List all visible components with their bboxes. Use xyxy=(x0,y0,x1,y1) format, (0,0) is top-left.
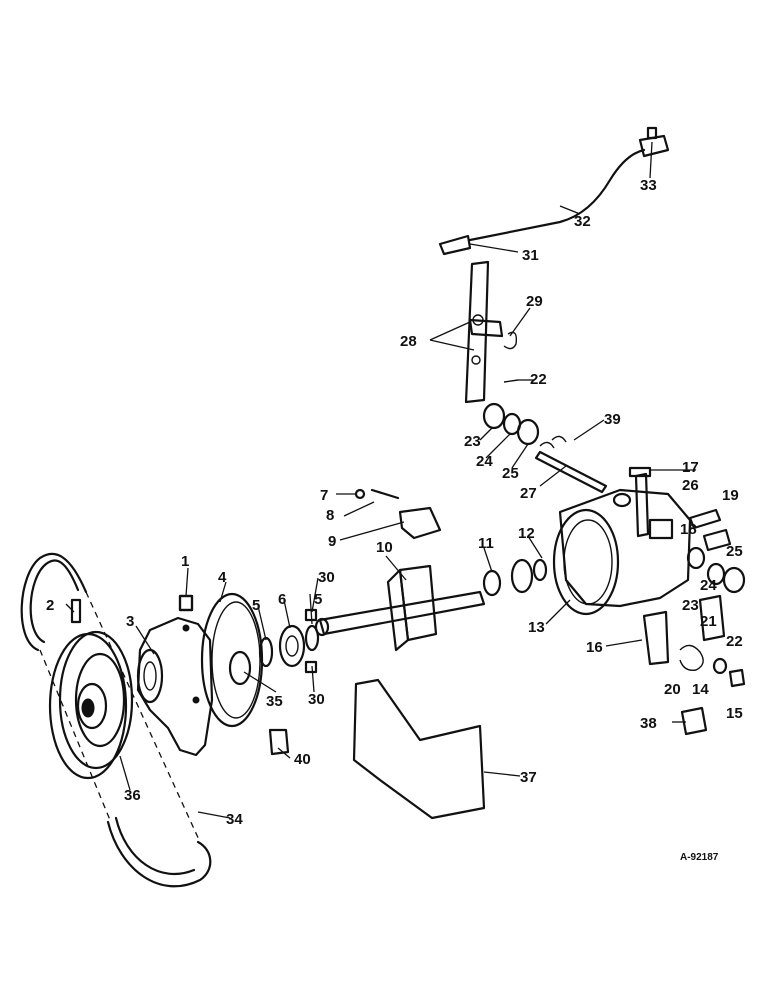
upper-washers xyxy=(482,379,540,446)
pulley xyxy=(48,598,134,780)
callout-35: 35 xyxy=(266,693,283,710)
lower-right-parts xyxy=(642,594,746,736)
callout-30b: 30 xyxy=(308,691,325,708)
seals xyxy=(258,608,320,674)
callout-1: 1 xyxy=(181,553,189,570)
callout-12: 12 xyxy=(518,525,535,542)
callout-31: 31 xyxy=(522,247,539,264)
callout-24b: 24 xyxy=(700,577,717,594)
callout-24: 24 xyxy=(476,453,493,470)
control-rod xyxy=(438,126,670,256)
callout-5b: 5 xyxy=(314,591,322,608)
callout-36: 36 xyxy=(124,787,141,804)
callout-19: 19 xyxy=(722,487,739,504)
callout-38: 38 xyxy=(640,715,657,732)
callout-25: 25 xyxy=(502,465,519,482)
governor-housing xyxy=(552,488,692,616)
callout-37: 37 xyxy=(520,769,537,786)
callout-15: 15 xyxy=(726,705,743,722)
drawing-reference: A-92187 xyxy=(680,852,719,863)
callout-30: 30 xyxy=(318,569,335,586)
callout-22: 22 xyxy=(530,371,547,388)
callout-labels: 1 2 3 4 5 5 6 7 8 9 10 11 12 13 14 15 16… xyxy=(46,177,743,863)
callout-26: 26 xyxy=(682,477,699,494)
callout-34: 34 xyxy=(226,811,243,828)
callout-23b: 23 xyxy=(682,597,699,614)
coupling xyxy=(482,558,548,597)
drive-shaft xyxy=(314,564,486,652)
callout-22b: 22 xyxy=(726,633,743,650)
callout-28: 28 xyxy=(400,333,417,350)
callout-14: 14 xyxy=(692,681,709,698)
callout-18: 18 xyxy=(680,521,697,538)
clip-40 xyxy=(268,728,290,756)
shield xyxy=(352,678,486,820)
callout-17: 17 xyxy=(682,459,699,476)
callout-13: 13 xyxy=(528,619,545,636)
callout-11: 11 xyxy=(478,535,494,552)
callout-3: 3 xyxy=(126,613,134,630)
callout-4: 4 xyxy=(218,569,227,586)
callout-27: 27 xyxy=(520,485,537,502)
right-hardware xyxy=(628,466,746,594)
callout-8: 8 xyxy=(326,507,334,524)
callout-9: 9 xyxy=(328,533,336,550)
callout-21: 21 xyxy=(700,613,717,630)
callout-32: 32 xyxy=(574,213,591,230)
callout-29: 29 xyxy=(526,293,543,310)
small-parts-7-8-9 xyxy=(354,488,442,540)
callout-7: 7 xyxy=(320,487,328,504)
callout-16: 16 xyxy=(586,639,603,656)
callout-6: 6 xyxy=(278,591,286,608)
plug-1 xyxy=(178,594,194,612)
callout-40: 40 xyxy=(294,751,311,768)
governor-shaft xyxy=(534,435,608,494)
callout-25b: 25 xyxy=(726,543,743,560)
callout-10: 10 xyxy=(376,539,393,556)
callout-23: 23 xyxy=(464,433,481,450)
callout-33: 33 xyxy=(640,177,657,194)
pump-body xyxy=(136,592,264,757)
callout-20: 20 xyxy=(664,681,681,698)
callout-5: 5 xyxy=(252,597,260,614)
leader-lines xyxy=(65,141,696,819)
callout-39: 39 xyxy=(604,411,621,428)
callout-2: 2 xyxy=(46,597,54,614)
